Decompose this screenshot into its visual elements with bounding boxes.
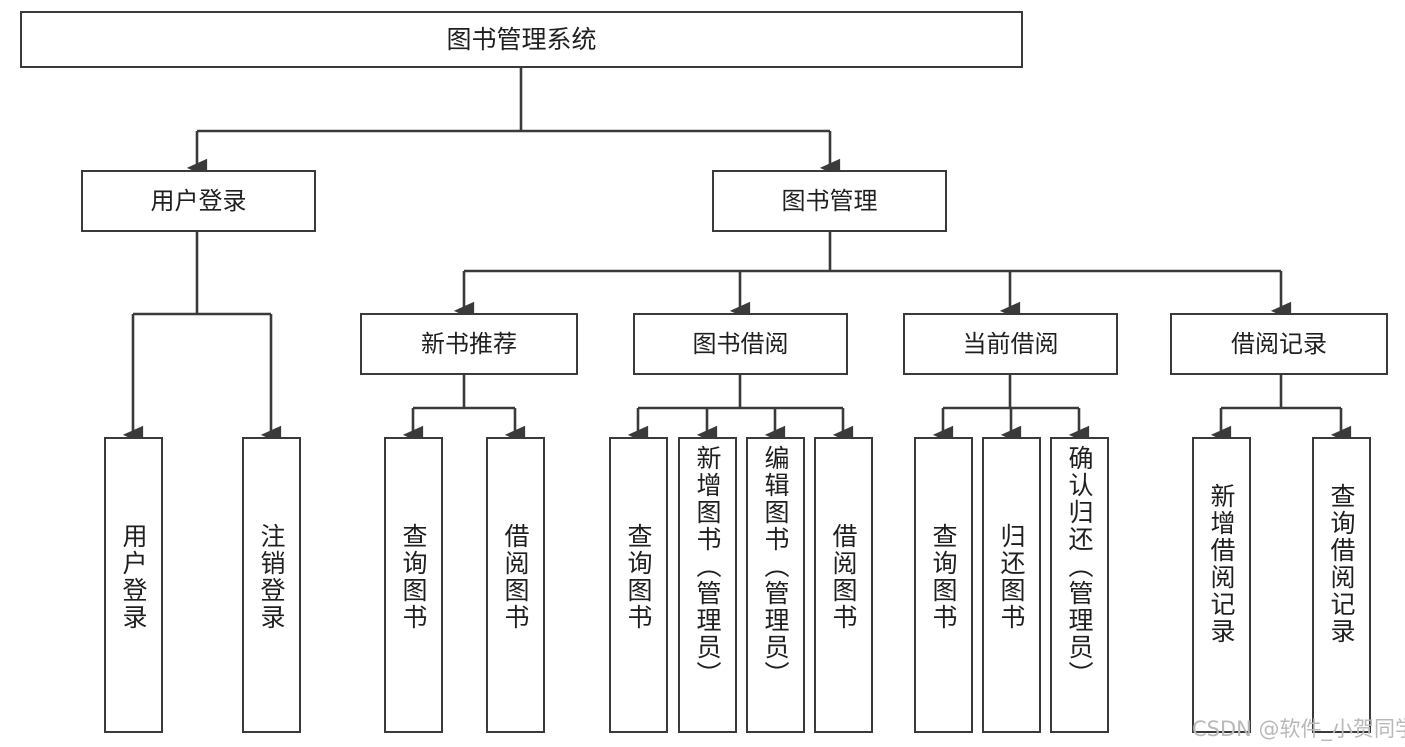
node-leaf-query-book-recommend[interactable]: 查询图书 — [384, 437, 443, 733]
node-label: 用户登录 — [150, 186, 247, 215]
node-book-management-system[interactable]: 图书管理系统 — [20, 11, 1023, 68]
node-leaf-query-borrow-record[interactable]: 查询借阅记录 — [1312, 437, 1371, 733]
node-label: 图书管理系统 — [446, 24, 597, 54]
node-label: 新书推荐 — [421, 329, 517, 358]
node-label: 借阅记录 — [1231, 329, 1327, 358]
node-leaf-confirm-return[interactable]: 确认归还（管理员） — [1050, 437, 1109, 733]
node-label: 查询借阅记录 — [1327, 483, 1356, 645]
node-label: 编辑图书（管理员） — [761, 445, 790, 688]
node-label: 新增图书（管理员） — [693, 445, 722, 688]
node-label: 注销登录 — [257, 523, 286, 631]
node-book-borrow[interactable]: 图书借阅 — [633, 313, 848, 375]
node-label: 用户登录 — [119, 523, 148, 631]
node-leaf-user-logout[interactable]: 注销登录 — [242, 437, 301, 733]
node-new-book-recommend[interactable]: 新书推荐 — [360, 313, 578, 375]
node-leaf-add-book[interactable]: 新增图书（管理员） — [678, 437, 737, 733]
node-label: 新增借阅记录 — [1207, 483, 1236, 645]
node-leaf-borrow-book[interactable]: 借阅图书 — [814, 437, 873, 733]
node-leaf-query-book-current[interactable]: 查询图书 — [914, 437, 973, 733]
node-leaf-borrow-book-recommend[interactable]: 借阅图书 — [486, 437, 545, 733]
node-leaf-edit-book[interactable]: 编辑图书（管理员） — [746, 437, 805, 733]
node-label: 图书借阅 — [692, 329, 789, 358]
node-label: 借阅图书 — [829, 523, 858, 631]
node-borrow-record[interactable]: 借阅记录 — [1170, 313, 1388, 375]
node-book-management[interactable]: 图书管理 — [712, 170, 947, 232]
watermark: CSDN @软件_小贺同学 — [1192, 717, 1405, 741]
node-leaf-user-login[interactable]: 用户登录 — [104, 437, 163, 733]
node-leaf-return-book[interactable]: 归还图书 — [982, 437, 1041, 733]
node-label: 查询图书 — [399, 523, 428, 631]
node-leaf-query-book-borrow[interactable]: 查询图书 — [609, 437, 668, 733]
node-label: 图书管理 — [781, 186, 878, 215]
node-current-borrow[interactable]: 当前借阅 — [903, 313, 1118, 375]
node-label: 当前借阅 — [962, 329, 1059, 358]
node-user-login[interactable]: 用户登录 — [81, 170, 316, 232]
node-label: 借阅图书 — [501, 523, 530, 631]
node-label: 确认归还（管理员） — [1065, 445, 1094, 688]
node-leaf-add-borrow-record[interactable]: 新增借阅记录 — [1192, 437, 1251, 733]
node-label: 归还图书 — [997, 523, 1026, 631]
node-label: 查询图书 — [929, 523, 958, 631]
node-label: 查询图书 — [624, 523, 653, 631]
